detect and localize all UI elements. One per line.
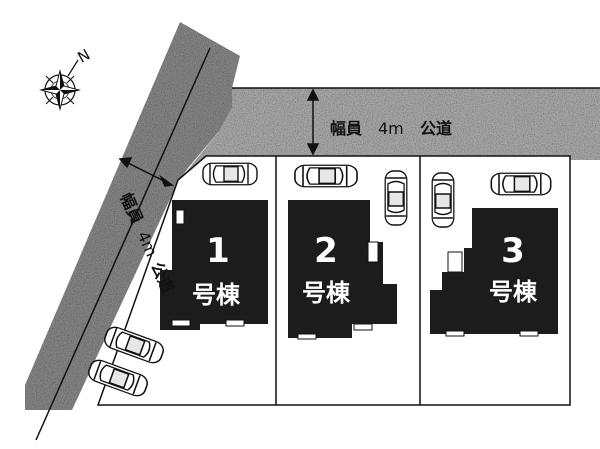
building-3-number: 3 [501,231,525,271]
car-icon [294,164,358,188]
dimension-marks [118,88,320,187]
top-road-width-value: 4m [378,119,404,138]
building-3-suffix: 号棟 [489,278,538,306]
building-details [171,209,539,340]
top-road-type-label: 公道 [420,119,452,138]
building-3-footprint [430,208,558,334]
building-3[interactable]: 3 号棟 [430,208,558,334]
compass-rose-icon: N [39,45,94,111]
building-1[interactable]: 1 号棟 [160,200,268,330]
car-icon [202,162,258,186]
car-icon [431,172,455,228]
car-icon [490,172,552,196]
left-road [25,22,240,410]
left-road-edge [35,47,211,441]
building-1-number: 1 [206,231,230,271]
compass-north-label: N [75,45,94,66]
building-2-suffix: 号棟 [302,279,351,307]
building-2[interactable]: 2 号棟 [288,200,397,338]
building-1-footprint [160,200,268,330]
building-2-footprint [288,200,397,338]
building-1-suffix: 号棟 [192,281,241,309]
top-road-width-label: 幅員 [330,119,362,138]
car-icon [384,170,408,226]
building-2-number: 2 [314,231,338,271]
top-road-label: 幅員 4m 公道 [330,119,452,138]
